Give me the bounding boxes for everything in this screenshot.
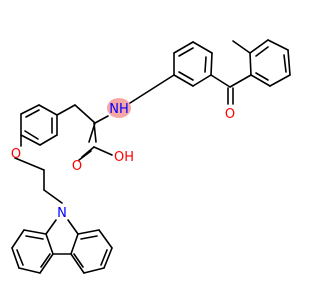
benzyl-bond-2 bbox=[56, 104, 76, 116]
ether-chain bbox=[14, 134, 63, 204]
carboxylic-acid bbox=[78, 122, 113, 161]
tolyl-ring bbox=[232, 39, 291, 87]
ketone-oxygen-label: O bbox=[225, 107, 235, 122]
methyl-bond bbox=[232, 40, 251, 54]
aminophenyl-ring bbox=[173, 41, 213, 87]
chemical-structure: O NH OH O O N bbox=[11, 39, 291, 274]
carbazole-nitrogen-label: N bbox=[57, 206, 67, 221]
benzyl-bond bbox=[74, 104, 96, 124]
nh-highlight bbox=[107, 98, 131, 118]
ketone-group bbox=[210, 74, 252, 105]
molecule-canvas: O NH OH O O N bbox=[11, 39, 291, 274]
amine-nh-label: NH bbox=[109, 102, 129, 117]
tyrosine-ring bbox=[20, 104, 58, 146]
hydroxyl-label: OH bbox=[114, 150, 134, 165]
ether-oxygen-label: O bbox=[11, 147, 21, 162]
amine-bonds bbox=[94, 74, 175, 124]
carbazole bbox=[11, 219, 113, 274]
carbonyl-oxygen-label: O bbox=[72, 159, 82, 174]
